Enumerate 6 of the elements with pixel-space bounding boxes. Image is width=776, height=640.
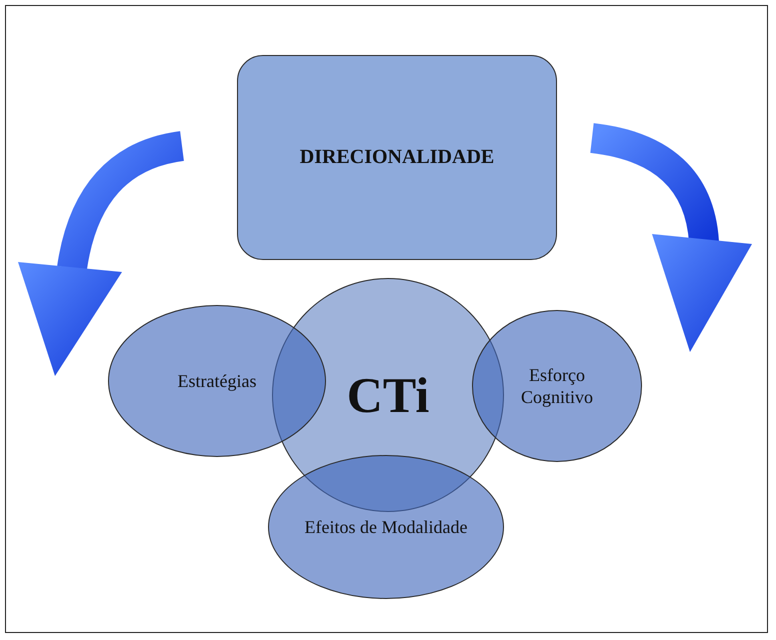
node-label: Esforço Cognitivo — [520, 364, 594, 408]
node-label: CTi — [346, 366, 430, 425]
node-label: Estratégias — [178, 370, 256, 392]
node-label: DIRECIONALIDADE — [300, 145, 494, 170]
node-label: Efeitos de Modalidade — [304, 516, 468, 538]
process-box — [237, 55, 557, 260]
